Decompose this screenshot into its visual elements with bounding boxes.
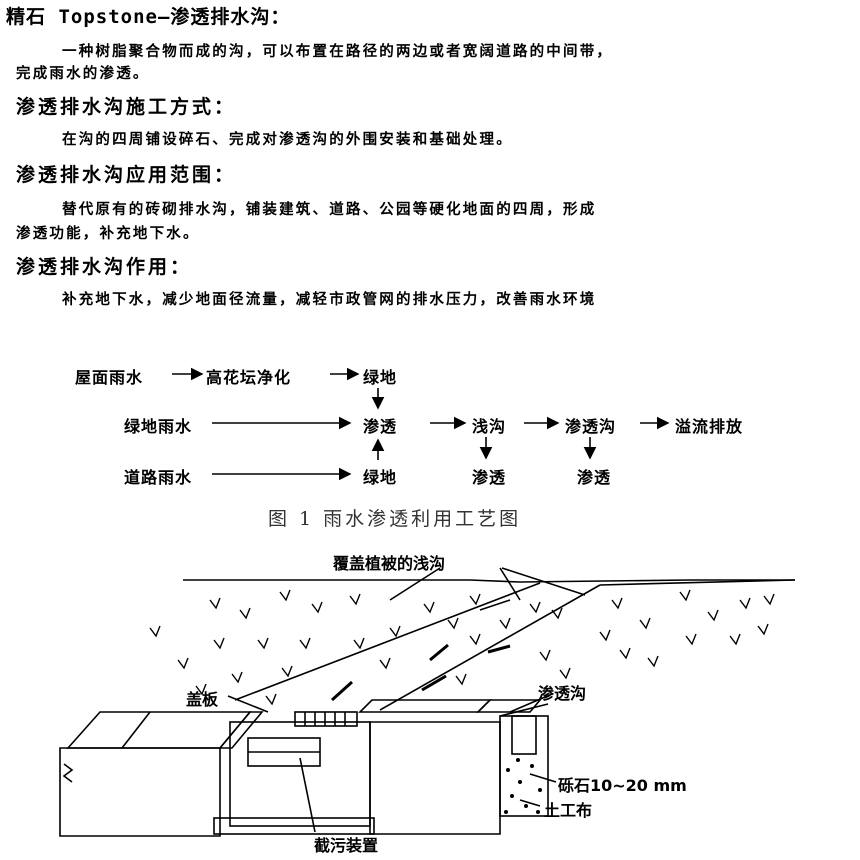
leader-swale: [389, 567, 441, 601]
label-vegetated-ditch: 覆盖植被的浅沟: [333, 554, 446, 573]
cover-slab-left: [66, 711, 252, 749]
flow-road-rain: 道路雨水: [124, 468, 193, 487]
section-heading-construction: 渗透排水沟施工方式：: [16, 96, 237, 118]
page-title: 精石 Topstone—渗透排水沟：: [6, 6, 291, 28]
flow-roof-rain: 屋面雨水: [75, 368, 144, 387]
section-heading-application: 渗透排水沟应用范围：: [16, 164, 237, 186]
leader-cover: [227, 695, 269, 713]
section-text-application-1: 替代原有的砖砌排水沟，铺装建筑、道路、公园等硬化地面的四周，形成: [62, 202, 597, 218]
section-text-function: 补充地下水，减少地面径流量，减轻市政管网的排水压力，改善雨水环境: [62, 292, 597, 308]
flow-infiltrate-2: 渗透: [472, 468, 507, 487]
flow-shallow-ditch: 浅沟: [472, 417, 507, 436]
ditch-wall: [369, 721, 501, 835]
label-geotextile: 土工布: [544, 801, 593, 820]
flow-overflow: 溢流排放: [675, 417, 744, 436]
section-heading-function: 渗透排水沟作用：: [16, 256, 193, 278]
label-sewage-interceptor: 截污装置: [314, 836, 379, 855]
leader-ditch: [509, 693, 553, 713]
gravel-dots: [504, 758, 542, 814]
section-text-construction: 在沟的四周铺设碎石、完成对渗透沟的外围安装和基础处理。: [62, 132, 513, 148]
leader-geotextile: [519, 799, 541, 807]
vegetation-marks: [149, 589, 775, 706]
flow-green-bottom: 绿地: [363, 468, 398, 487]
flow-green-top: 绿地: [363, 368, 398, 387]
grate: [294, 711, 358, 727]
intro-line-1: 一种树脂聚合物而成的沟，可以布置在路径的两边或者宽阔道路的中间带，: [62, 44, 614, 60]
intro-line-2: 完成雨水的渗透。: [16, 66, 150, 82]
leader-interceptor: [299, 757, 316, 833]
flow-infiltration-ditch: 渗透沟: [565, 417, 617, 436]
label-gravel: 砾石10~20 mm: [558, 776, 687, 795]
flow-infiltrate: 渗透: [363, 417, 398, 436]
flow-infiltrate-3: 渗透: [577, 468, 612, 487]
figure-caption: 图 1 雨水渗透利用工艺图: [268, 508, 522, 530]
flow-green-rain: 绿地雨水: [124, 417, 193, 436]
swale-edge-1: [234, 582, 541, 701]
flow-flower-bed: 高花坛净化: [206, 368, 292, 387]
road-block: [59, 747, 221, 837]
label-infiltration-ditch: 渗透沟: [538, 684, 587, 703]
leader-gravel: [529, 773, 557, 783]
label-cover-plate: 盖板: [186, 690, 219, 709]
section-text-application-2: 渗透功能，补充地下水。: [16, 226, 200, 242]
swale-flow-arrows: [330, 643, 511, 702]
